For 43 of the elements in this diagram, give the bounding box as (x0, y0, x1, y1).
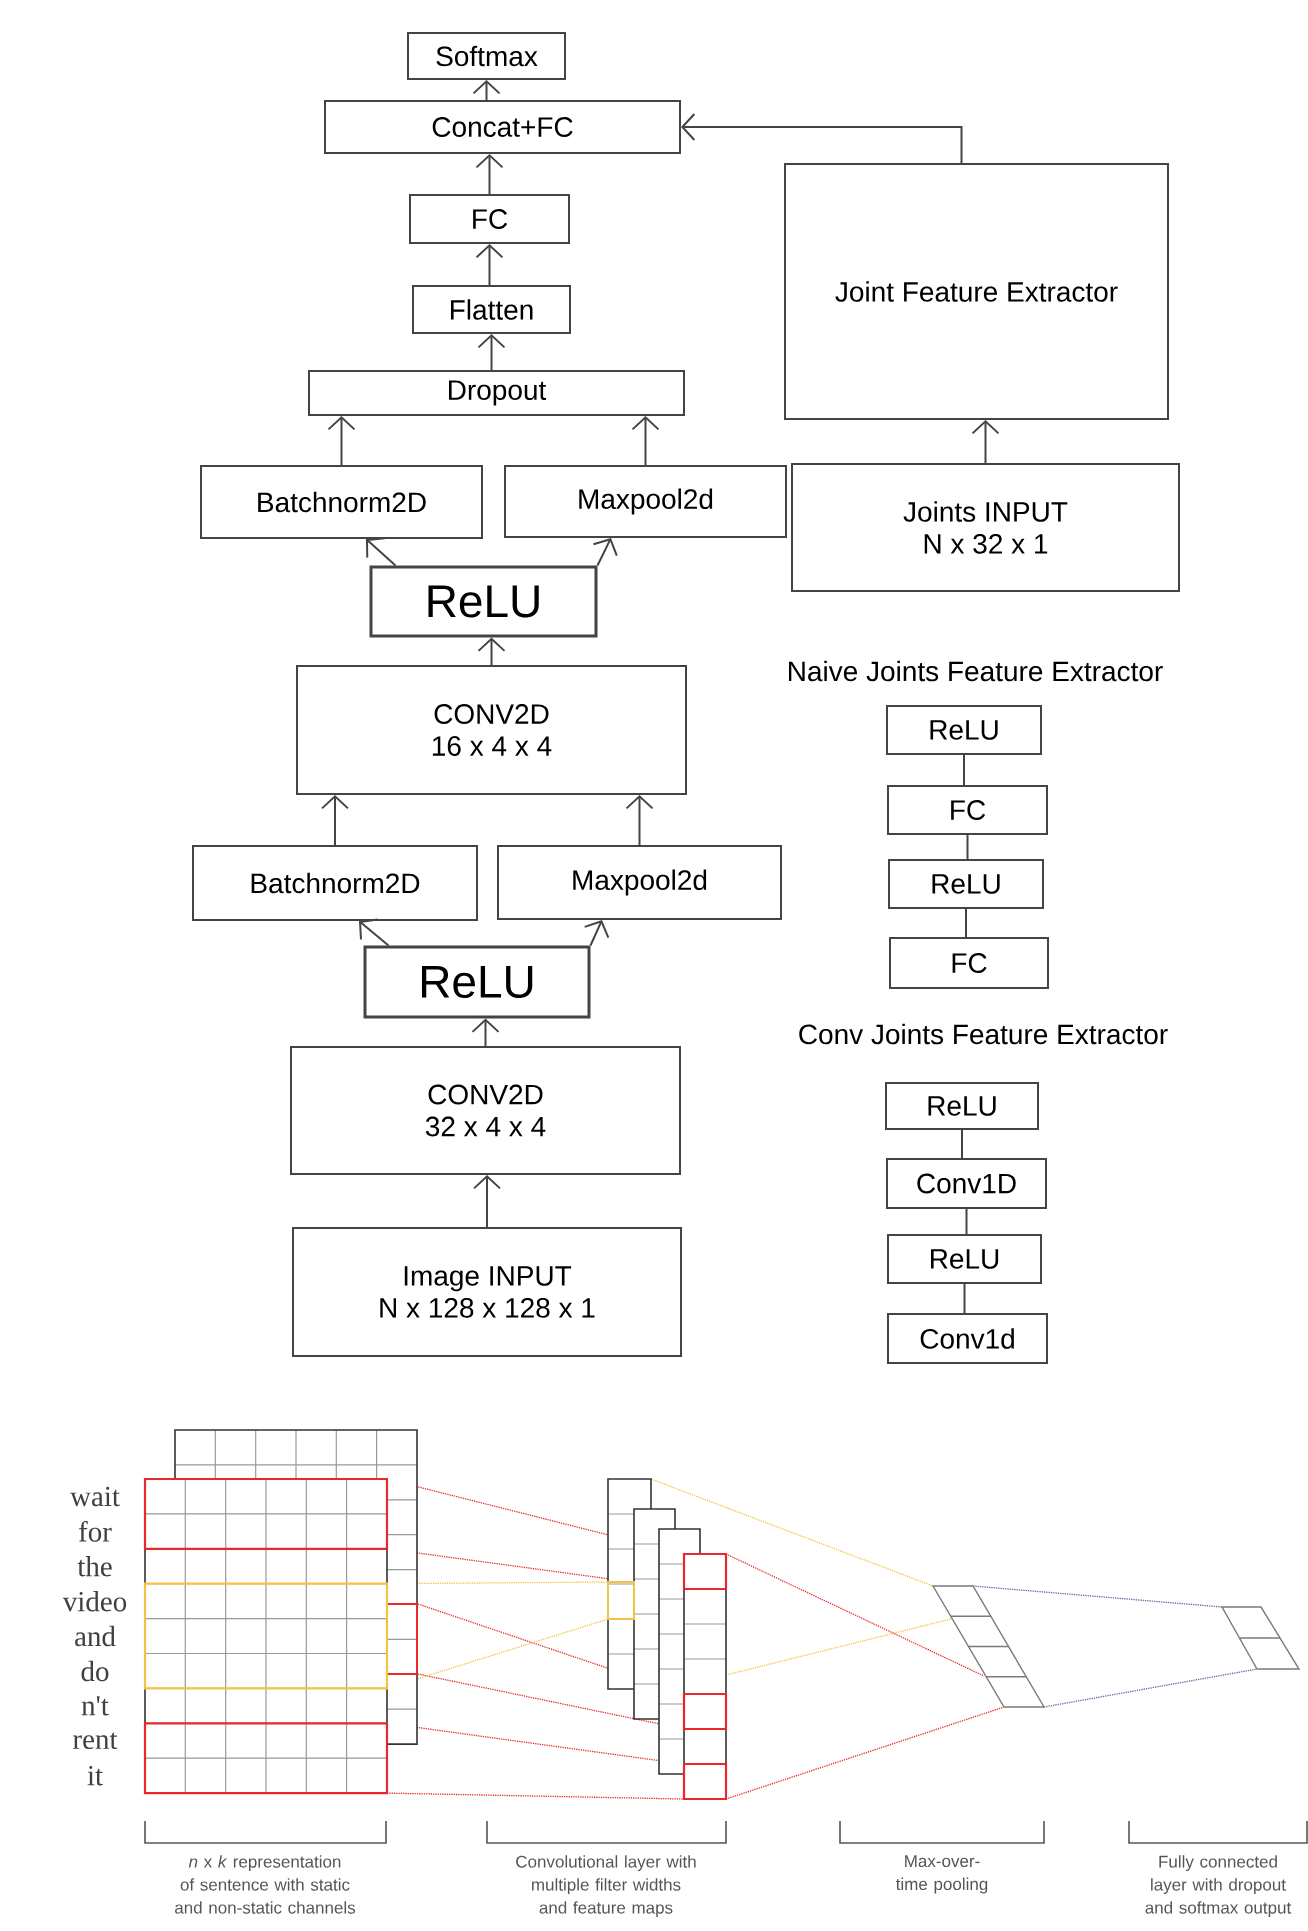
arrow (366, 537, 397, 567)
layer-box: Maxpool2d (504, 465, 787, 538)
layer-box: Maxpool2d (497, 845, 782, 920)
word-label: n't (81, 1696, 109, 1716)
word-label: for (79, 1520, 112, 1542)
layer-box: Batchnorm2D (200, 465, 483, 539)
layer-box: Flatten (412, 285, 571, 334)
layer-box: Dropout (308, 370, 685, 416)
layer-box: FC (889, 937, 1049, 989)
layer-box: FC (887, 785, 1048, 835)
layer-box: Conv1d (887, 1313, 1048, 1364)
layer-box: ReLU (887, 1234, 1042, 1284)
layer-box: ReLU (888, 859, 1044, 909)
layer-box: Joint Feature Extractor (784, 163, 1169, 420)
caption: n x k representation of sentence with static and non-static channels (175, 1855, 356, 1914)
arrow (592, 538, 618, 567)
layer-box: Softmax (407, 32, 566, 80)
word-label: and (75, 1625, 116, 1647)
caption: Max-over-time pooling (895, 1855, 988, 1894)
word-label: rent (73, 1732, 118, 1750)
layer-box: ReLU (369, 565, 598, 638)
layer-box: CONV2D 16 x 4 x 4 (296, 665, 687, 795)
section-title: Conv Joints Feature Extractor (799, 1023, 1168, 1045)
layer-box: Conv1D (886, 1158, 1047, 1209)
word-label: wait (70, 1486, 120, 1507)
layer-box: Image INPUT N x 128 x 128 x 1 (292, 1227, 682, 1357)
word-label: do (81, 1660, 109, 1682)
layer-box: Batchnorm2D (192, 845, 478, 921)
layer-box: ReLU (363, 945, 591, 1019)
layer-box: ReLU (885, 1082, 1039, 1130)
layer-box: Joints INPUT N x 32 x 1 (791, 463, 1180, 592)
caption: Convolutional layer with multiple filter widths and feature maps (516, 1855, 696, 1918)
layer-box: ReLU (886, 705, 1042, 755)
layer-box: FC (409, 194, 570, 244)
arrow (681, 113, 963, 164)
word-label: the (77, 1556, 112, 1577)
layer-box: Concat+FC (324, 100, 681, 154)
section-title: Naive Joints Feature Extractor (789, 660, 1163, 682)
word-label: it (87, 1766, 103, 1786)
caption: Fully connected layer with dropout and softmax output (1145, 1855, 1292, 1918)
arrow (359, 918, 390, 947)
word-label: video (62, 1591, 127, 1612)
layer-box: CONV2D 32 x 4 x 4 (290, 1046, 681, 1175)
